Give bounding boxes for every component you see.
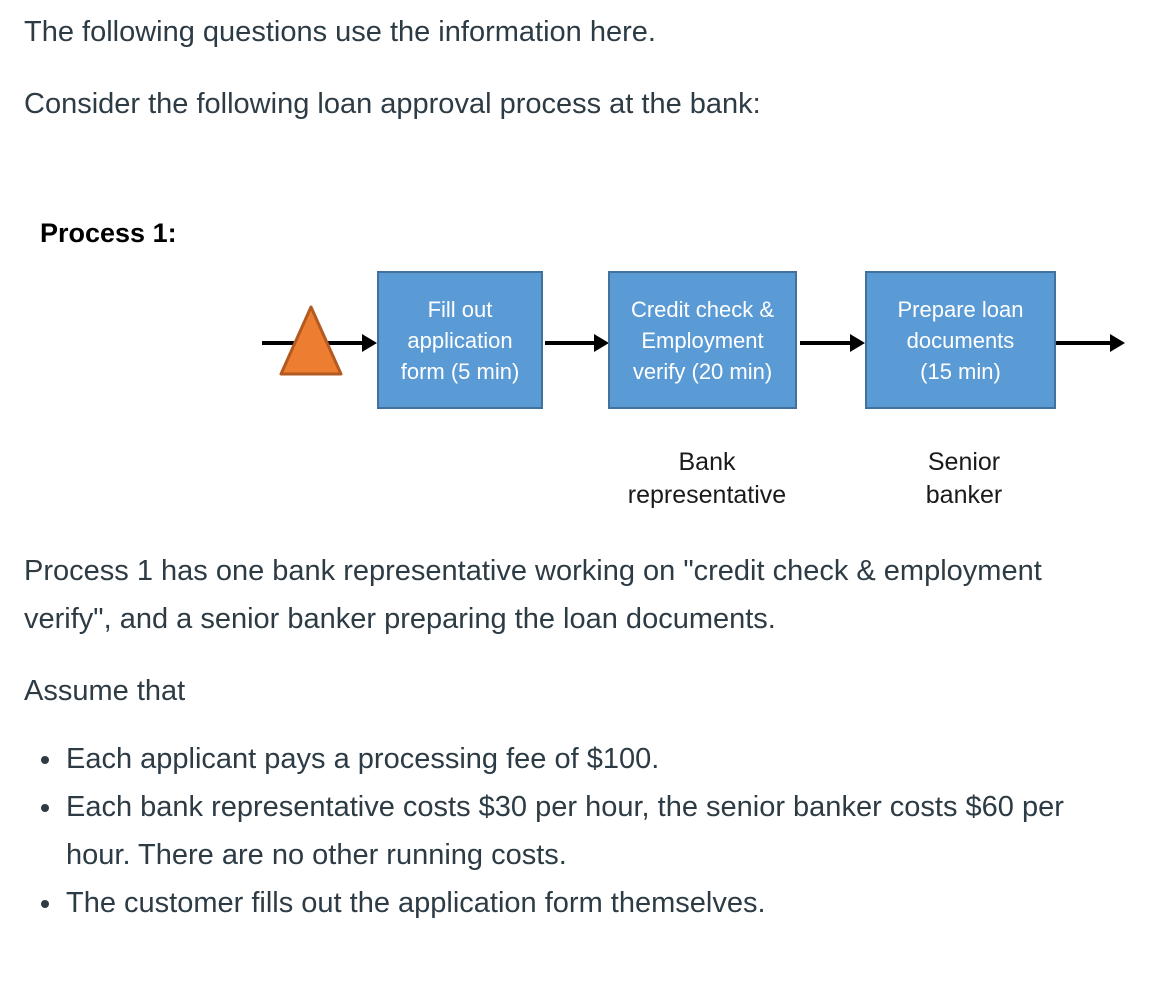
- flow-arrow-step1-step2: [545, 334, 609, 352]
- assumption-item-customer-fills-form: The customer fills out the application f…: [64, 879, 1104, 927]
- flow-arrow-out: [1056, 334, 1125, 352]
- context-paragraph: Consider the following loan approval pro…: [24, 88, 761, 120]
- resource-label-bank-representative: Bank representative: [627, 448, 787, 509]
- step-label: Prepare loan documents (15 min): [897, 296, 1024, 384]
- step-label: Fill out application form (5 min): [400, 296, 520, 384]
- flow-arrow-step2-step3: [800, 334, 865, 352]
- start-trigger-triangle-icon: [279, 305, 343, 376]
- assume-heading: Assume that: [24, 675, 186, 707]
- assumptions-list: Each applicant pays a processing fee of …: [24, 735, 1104, 927]
- process-diagram: Process 1: Fill out application form (5 …: [24, 216, 1134, 512]
- process-title: Process 1:: [40, 218, 177, 248]
- process-flow-row: Fill out application form (5 min) Credit…: [24, 271, 1134, 409]
- step-box-prepare-loan-documents: Prepare loan documents (15 min): [865, 271, 1056, 409]
- process-description: Process 1 has one bank representative wo…: [24, 555, 1042, 635]
- step-label: Credit check & Employment verify (20 min…: [630, 296, 775, 384]
- step-box-credit-check: Credit check & Employment verify (20 min…: [608, 271, 797, 409]
- resource-labels-row: Bank representative Senior banker: [24, 446, 1134, 512]
- step-box-fill-application-form: Fill out application form (5 min): [377, 271, 543, 409]
- assumption-item-labor-costs: Each bank representative costs $30 per h…: [64, 783, 1104, 879]
- intro-paragraph: The following questions use the informat…: [24, 16, 656, 48]
- resource-label-senior-banker: Senior banker: [925, 448, 1003, 509]
- assumption-item-processing-fee: Each applicant pays a processing fee of …: [64, 735, 1104, 783]
